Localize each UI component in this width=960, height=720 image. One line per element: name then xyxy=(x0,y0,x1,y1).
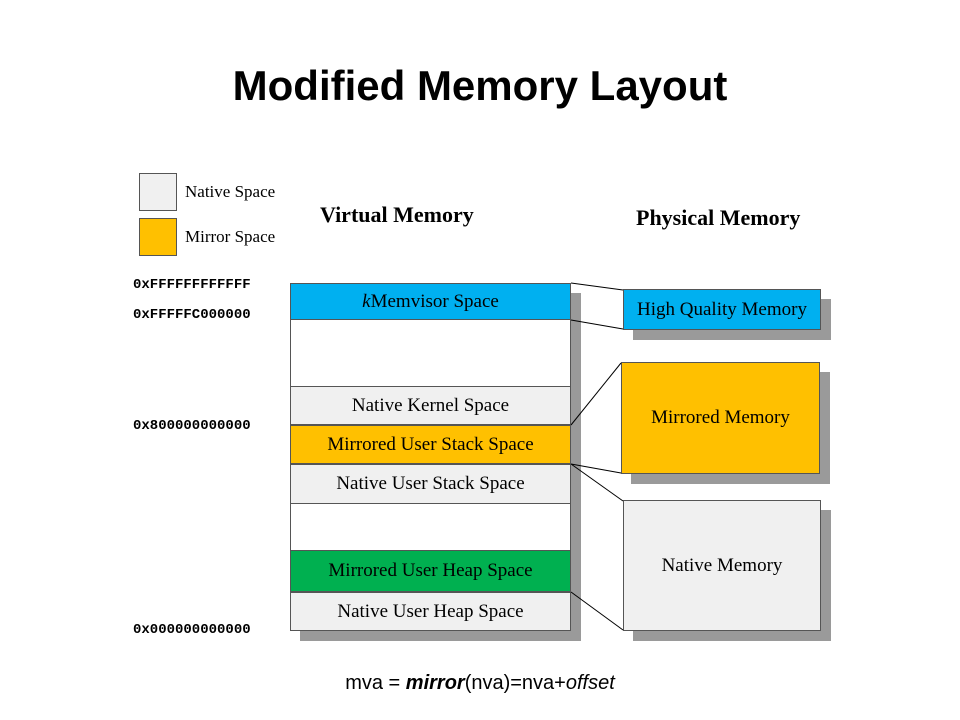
physical-memory-heading: Physical Memory xyxy=(636,205,801,230)
formula-suffix: offset xyxy=(565,672,615,694)
mapping-line xyxy=(570,463,622,474)
region-label: Native User Stack Space xyxy=(336,473,525,494)
mapping-line xyxy=(570,463,624,502)
region-label: Mirrored Memory xyxy=(651,407,790,428)
physical-region-native: Native Memory xyxy=(623,500,821,631)
region-label: Native Memory xyxy=(661,554,783,576)
region-label: Native Kernel Space xyxy=(351,394,510,416)
virtual-memory-heading: Virtual Memory xyxy=(320,202,474,227)
region-label: Mirrored User Stack Space xyxy=(327,433,534,455)
mapping-line xyxy=(570,319,624,330)
physical-region-mirrored: Mirrored Memory xyxy=(621,362,820,474)
virtual-region-kmemvisor: kMemvisor Space xyxy=(290,283,571,320)
region-label: High Quality Memory xyxy=(637,298,807,320)
region-label: Mirrored User Heap Space xyxy=(328,560,533,581)
formula-function: mirror xyxy=(405,672,465,694)
virtual-region-native-user-heap: Native User Heap Space xyxy=(290,592,571,631)
legend-swatch-mirror xyxy=(139,218,177,256)
address-label: 0xFFFFFFFFFFFF xyxy=(133,277,251,293)
region-label: Memvisor Space xyxy=(370,290,499,312)
legend-label-mirror: Mirror Space xyxy=(185,227,276,246)
formula-prefix: mva = xyxy=(345,672,406,694)
virtual-region-native-kernel: Native Kernel Space xyxy=(290,386,571,425)
formula-middle: (nva)=nva+ xyxy=(464,672,566,694)
region-label-italic: k xyxy=(362,290,371,312)
virtual-region-mirrored-user-heap: Mirrored User Heap Space xyxy=(290,550,571,592)
mirror-formula: mva = mirror(nva)=nva+offset xyxy=(0,672,960,695)
virtual-region-mirrored-user-stack: Mirrored User Stack Space xyxy=(290,425,571,464)
physical-region-high-quality: High Quality Memory xyxy=(623,289,821,330)
address-label: 0x800000000000 xyxy=(133,418,251,434)
page-title: Modified Memory Layout xyxy=(232,62,728,109)
legend-swatch-native xyxy=(139,173,177,211)
mapping-line xyxy=(570,362,622,426)
legend-label-native: Native Space xyxy=(185,182,276,201)
address-label: 0x000000000000 xyxy=(133,622,251,638)
region-label: Native User Heap Space xyxy=(337,600,524,622)
address-label: 0xFFFFFC000000 xyxy=(133,307,251,323)
mapping-line xyxy=(570,282,624,291)
mapping-line xyxy=(570,591,624,631)
virtual-region-native-user-stack: Native User Stack Space xyxy=(290,464,571,504)
